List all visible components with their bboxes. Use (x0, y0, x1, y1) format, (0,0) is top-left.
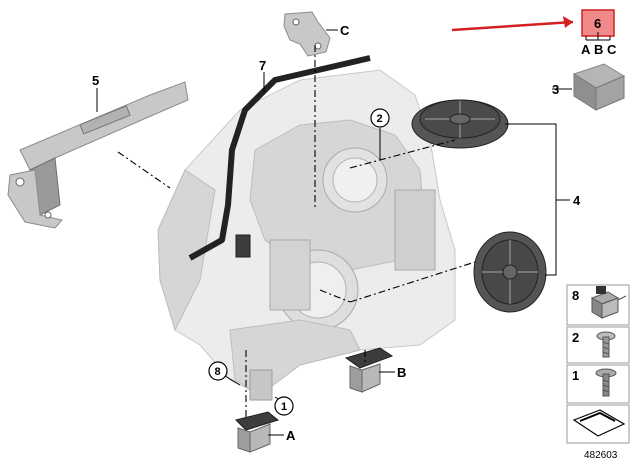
variant-c: C (607, 42, 617, 57)
panel-label-2: 2 (572, 330, 579, 345)
panel-label-1: 1 (572, 368, 579, 383)
cover-cap-lower (473, 231, 547, 313)
variant-a: A (581, 42, 591, 57)
bracket-c (283, 11, 331, 57)
part-3-block (572, 63, 626, 111)
seal-strip (188, 55, 371, 261)
seal-clip (235, 234, 251, 258)
leader-lines (96, 16, 574, 436)
catalog-arrow-icon (572, 409, 626, 437)
screw-icon (596, 331, 616, 358)
label-bracket-b: B (397, 365, 406, 380)
callout-circle-8 (208, 361, 228, 381)
highlighted-part-6[interactable]: 6 A B C (581, 9, 617, 57)
panel-label-8: 8 (572, 288, 579, 303)
bracket-a (235, 411, 280, 453)
callout-circle-1 (274, 396, 294, 416)
label-part-1: 1 (281, 401, 287, 413)
label-part-6: 6 (594, 16, 601, 31)
headlight-housing (157, 69, 456, 401)
side-panel: 8 2 1 (566, 284, 630, 444)
label-part-3: 3 (552, 82, 559, 97)
mounting-bracket-5 (7, 81, 189, 229)
connector-icon (590, 286, 627, 319)
label-part-5: 5 (92, 73, 99, 88)
diagram-number: 482603 (584, 450, 618, 461)
bracket-b (344, 347, 394, 393)
label-part-2: 2 (377, 113, 383, 125)
variant-b: B (594, 42, 603, 57)
label-part-4: 4 (573, 193, 581, 208)
label-bracket-a: A (286, 428, 296, 443)
bolt-icon (595, 368, 617, 397)
callout-circle-2 (370, 108, 390, 128)
label-bracket-c: C (340, 23, 350, 38)
label-part-8: 8 (215, 366, 221, 378)
cover-cap-upper (411, 99, 509, 149)
label-part-7: 7 (259, 58, 266, 73)
